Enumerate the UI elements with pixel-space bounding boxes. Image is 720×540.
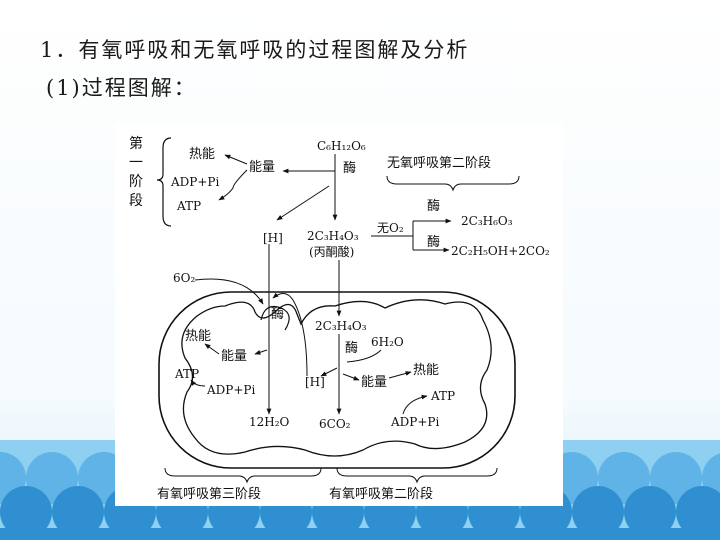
alcohol-label: 2C₂H₅OH+2CO₂ bbox=[451, 244, 550, 258]
slide-subtitle: (1)过程图解： bbox=[46, 76, 197, 100]
stage3-adp-label: ADP+Pi bbox=[206, 383, 255, 397]
anaerobic-brace bbox=[386, 175, 520, 192]
stage3-enzyme: 酶 bbox=[271, 306, 284, 322]
mitochondrion-inner-membrane bbox=[181, 299, 492, 457]
oxygen-label: 6O₂ bbox=[173, 271, 195, 285]
stage1-char-4: 段 bbox=[129, 193, 143, 209]
stage2-pyruvate-label: 2C₃H₄O₃ bbox=[315, 319, 367, 333]
arrow-stage2-adp-to-atp bbox=[402, 394, 428, 415]
stage2-atp-label: ATP bbox=[430, 389, 455, 403]
stage2-h-label: [H] bbox=[305, 375, 325, 389]
stage1-energy-label: 能量 bbox=[249, 160, 275, 175]
stage1-char-2: 一 bbox=[129, 155, 143, 171]
arrow-to-stage2-h bbox=[320, 367, 338, 377]
glucose-label: C₆H₁₂O₆ bbox=[317, 139, 366, 153]
arrow-to-stage2-energy bbox=[342, 373, 360, 381]
stage3-heat-label: 热能 bbox=[185, 329, 211, 344]
arrow-oxygen bbox=[194, 278, 264, 305]
aerobic-stage2-label: 有氧呼吸第二阶段 bbox=[329, 487, 433, 502]
diagram-canvas: 第 一 阶 段 热能 能量 ADP+Pi ATP C₆H₁₂O₆ 酶 无氧呼吸第… bbox=[129, 135, 550, 502]
stage2-heat-label: 热能 bbox=[413, 363, 439, 378]
slide-title: 1．有氧呼吸和无氧呼吸的过程图解及分析 bbox=[40, 38, 470, 62]
anaerobic-stage2-label: 无氧呼吸第二阶段 bbox=[387, 156, 491, 171]
pyruvate-label: 2C₃H₄O₃ bbox=[307, 229, 359, 243]
arrow-to-stage3-energy bbox=[254, 349, 268, 355]
stage1-heat-label: 热能 bbox=[189, 147, 215, 162]
arrow-stage2-h-to-stage3 bbox=[272, 292, 308, 377]
pyruvate-name: (丙酮酸) bbox=[309, 244, 354, 259]
stage1-char-3: 阶 bbox=[129, 174, 143, 190]
aerobic-stage2-brace bbox=[336, 467, 498, 484]
stage1-adp-label: ADP+Pi bbox=[170, 175, 219, 189]
arrow-stage2-energy-to-heat bbox=[388, 371, 412, 379]
lactic-acid-label: 2C₃H₆O₃ bbox=[461, 214, 513, 228]
water-out-label: 12H₂O bbox=[249, 415, 290, 429]
stage1-h-label: [H] bbox=[263, 231, 283, 245]
arrow-glucose-to-h bbox=[276, 185, 330, 221]
membrane-fold bbox=[260, 305, 290, 331]
stage3-energy-label: 能量 bbox=[221, 349, 247, 364]
co2-label: 6CO₂ bbox=[319, 417, 351, 431]
aerobic-stage3-label: 有氧呼吸第三阶段 bbox=[157, 487, 261, 502]
stage2-enzyme: 酶 bbox=[345, 340, 358, 356]
water-in-label: 6H₂O bbox=[371, 335, 404, 349]
stage1-enzyme: 酶 bbox=[343, 160, 356, 176]
alcohol-enzyme: 酶 bbox=[427, 234, 440, 250]
no-o2-label: 无O₂ bbox=[377, 221, 404, 235]
arrow-stage3-energy-to-heat bbox=[204, 343, 220, 355]
stage2-adp-label: ADP+Pi bbox=[390, 415, 439, 429]
respiration-diagram: 第 一 阶 段 热能 能量 ADP+Pi ATP C₆H₁₂O₆ 酶 无氧呼吸第… bbox=[115, 124, 563, 506]
stage1-brace bbox=[156, 137, 172, 227]
arrow-energy-to-atp bbox=[218, 169, 248, 201]
stage3-atp-label: ATP bbox=[174, 367, 199, 381]
arrow-energy-to-heat bbox=[224, 154, 248, 165]
stage2-energy-label: 能量 bbox=[361, 375, 387, 390]
lactic-enzyme: 酶 bbox=[427, 198, 440, 214]
water-in-curve bbox=[346, 349, 382, 363]
arrow-stage3-adp-to-atp bbox=[190, 379, 206, 387]
stage1-char-1: 第 bbox=[129, 135, 143, 152]
stage1-atp-label: ATP bbox=[176, 199, 201, 213]
aerobic-stage3-brace bbox=[164, 467, 322, 484]
